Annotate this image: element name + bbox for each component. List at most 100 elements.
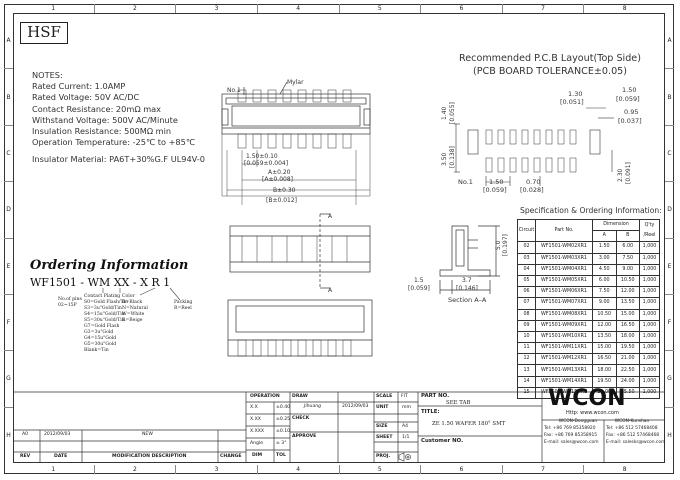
zone-row: F [665, 293, 674, 350]
dim-b03: B±0.30 [273, 187, 296, 194]
proj-label: PROJ. [376, 454, 391, 459]
zone-col: 6 [420, 4, 502, 13]
zone-row: E [4, 237, 13, 294]
pcb-dim-350: 3.50 [441, 152, 448, 166]
bottom-view [227, 299, 373, 357]
zone-col: 1 [51, 5, 56, 12]
section-dim-15: 1.5 [414, 277, 424, 284]
zone-row: H [4, 406, 13, 463]
zone-row: G [4, 350, 13, 406]
note-line: Rated Current: 1.0AMP [32, 81, 126, 92]
pcb-dim-070: 0.70 [526, 178, 540, 186]
check-label: CHECK [292, 416, 310, 421]
pcb-dim-095: 0.95 [624, 108, 638, 116]
tol-key: X.XXX [250, 429, 265, 434]
zone-col: 8 [583, 4, 665, 13]
front-view [229, 213, 371, 289]
rev-value: A0 [22, 432, 29, 437]
zone-row: F [4, 293, 13, 350]
zone-markers-bottom: 1 2 3 4 5 6 7 8 [13, 465, 665, 474]
pcb-dim-130: 1.30 [568, 90, 582, 98]
zone-col: 4 [256, 4, 339, 13]
draw-date: 2012/09/03 [342, 404, 369, 409]
pcb-dim-150-in: [0.059] [616, 95, 640, 103]
th-qty: Q'ty /Reel [639, 218, 660, 243]
note-line: Rated Voltage: 50V AC/DC [32, 92, 140, 103]
size-label: SIZE [376, 424, 388, 429]
note-line: Insulation Resistance: 500MΩ min [32, 125, 172, 136]
unit-value: mm [402, 405, 411, 410]
scale-value: FIT [401, 394, 408, 399]
th-dimension: Dimension [592, 218, 640, 232]
top-view-no1: No.1 [227, 87, 241, 94]
tol-val: ±0.25 [276, 417, 291, 422]
dim-a02-in: [A±0.008] [262, 176, 293, 183]
section-label: Section A–A [448, 296, 487, 304]
zone-col: 5 [338, 4, 421, 13]
zone-row: E [665, 237, 674, 294]
partno-value: SEE TAB [446, 400, 471, 406]
zone-row: D [665, 181, 674, 237]
pcb-dim-070-in: [0.028] [520, 186, 544, 194]
spec-table: Circuit Part No. Dimension Q'ty /Reel A … [517, 218, 660, 400]
sheet-value: 1/1 [402, 435, 410, 440]
rev-date: 2012/09/03 [44, 432, 71, 437]
legend-color: Color B=Black N=Natural W=White R=Beige [122, 294, 148, 323]
zone-col: 5 [338, 465, 421, 474]
ordering-code: WF1501 - WM XX - X R 1 [30, 276, 171, 289]
hsf-logo: HSF [20, 22, 68, 44]
approve-label: APPROVE [292, 434, 317, 439]
header-change: CHANGE [220, 454, 242, 459]
notes-heading: NOTES: [32, 70, 63, 80]
pcb-dim-230: 2.30 [617, 168, 624, 182]
pcb-dim-150b-in: [0.059] [483, 186, 507, 194]
scale-label: SCALE [376, 394, 393, 399]
top-view-dims [221, 134, 371, 205]
insulator-note: Insulator Material: PA6T+30%G.F UL94V-0 [32, 154, 205, 165]
tol-val: ± 3° [276, 441, 287, 446]
th-a: A [592, 230, 617, 243]
header-date: DATE [54, 454, 68, 459]
zone-row: C [4, 124, 13, 181]
tol-val: ±0.40 [276, 405, 291, 410]
header-desc: MODIFICATION DESCRIPTION [112, 454, 187, 459]
unit-label: UNIT [376, 405, 389, 410]
contact-dongguan: WCON-Dongguan Tel: +86 769 85358920 Fax:… [544, 419, 599, 445]
th-b: B [615, 230, 640, 243]
zone-col: 8 [583, 465, 665, 474]
dim-150-in: [0.059±0.004] [244, 160, 288, 167]
zone-markers-left: A B C D E F G H [4, 13, 13, 463]
spec-title: Specification & Ordering Information: [520, 206, 662, 215]
zone-col: 7 [501, 465, 584, 474]
size-value: A4 [402, 424, 409, 429]
zone-row: A [6, 37, 11, 45]
zone-row: A [667, 37, 672, 45]
ordering-leaders [102, 287, 181, 301]
pcb-no1: No.1 [458, 178, 473, 186]
rev-desc: NEW [142, 432, 153, 437]
th-part: Part No. [535, 218, 593, 243]
section-dim-50-in: [0.197] [502, 234, 509, 256]
zone-row: H [665, 406, 674, 463]
th-circuit: Circuit [517, 218, 536, 243]
tol-key: Angle [250, 441, 264, 446]
wcon-logo: WCON [548, 386, 626, 411]
header-rev: REV [20, 454, 31, 459]
dim-a02: A±0.20 [268, 169, 291, 176]
tol-key: X.X [250, 405, 258, 410]
zone-col: 6 [420, 465, 502, 474]
contact-kunshan: WCON-Kunshan Tel: +86 512 57468408 Fax: … [606, 419, 666, 445]
zone-row: D [4, 181, 13, 237]
ordering-title: Ordering Information [30, 258, 189, 273]
zone-row: G [665, 350, 674, 406]
pcb-layout [454, 107, 614, 186]
section-dim-37: 3.7 [462, 277, 472, 284]
